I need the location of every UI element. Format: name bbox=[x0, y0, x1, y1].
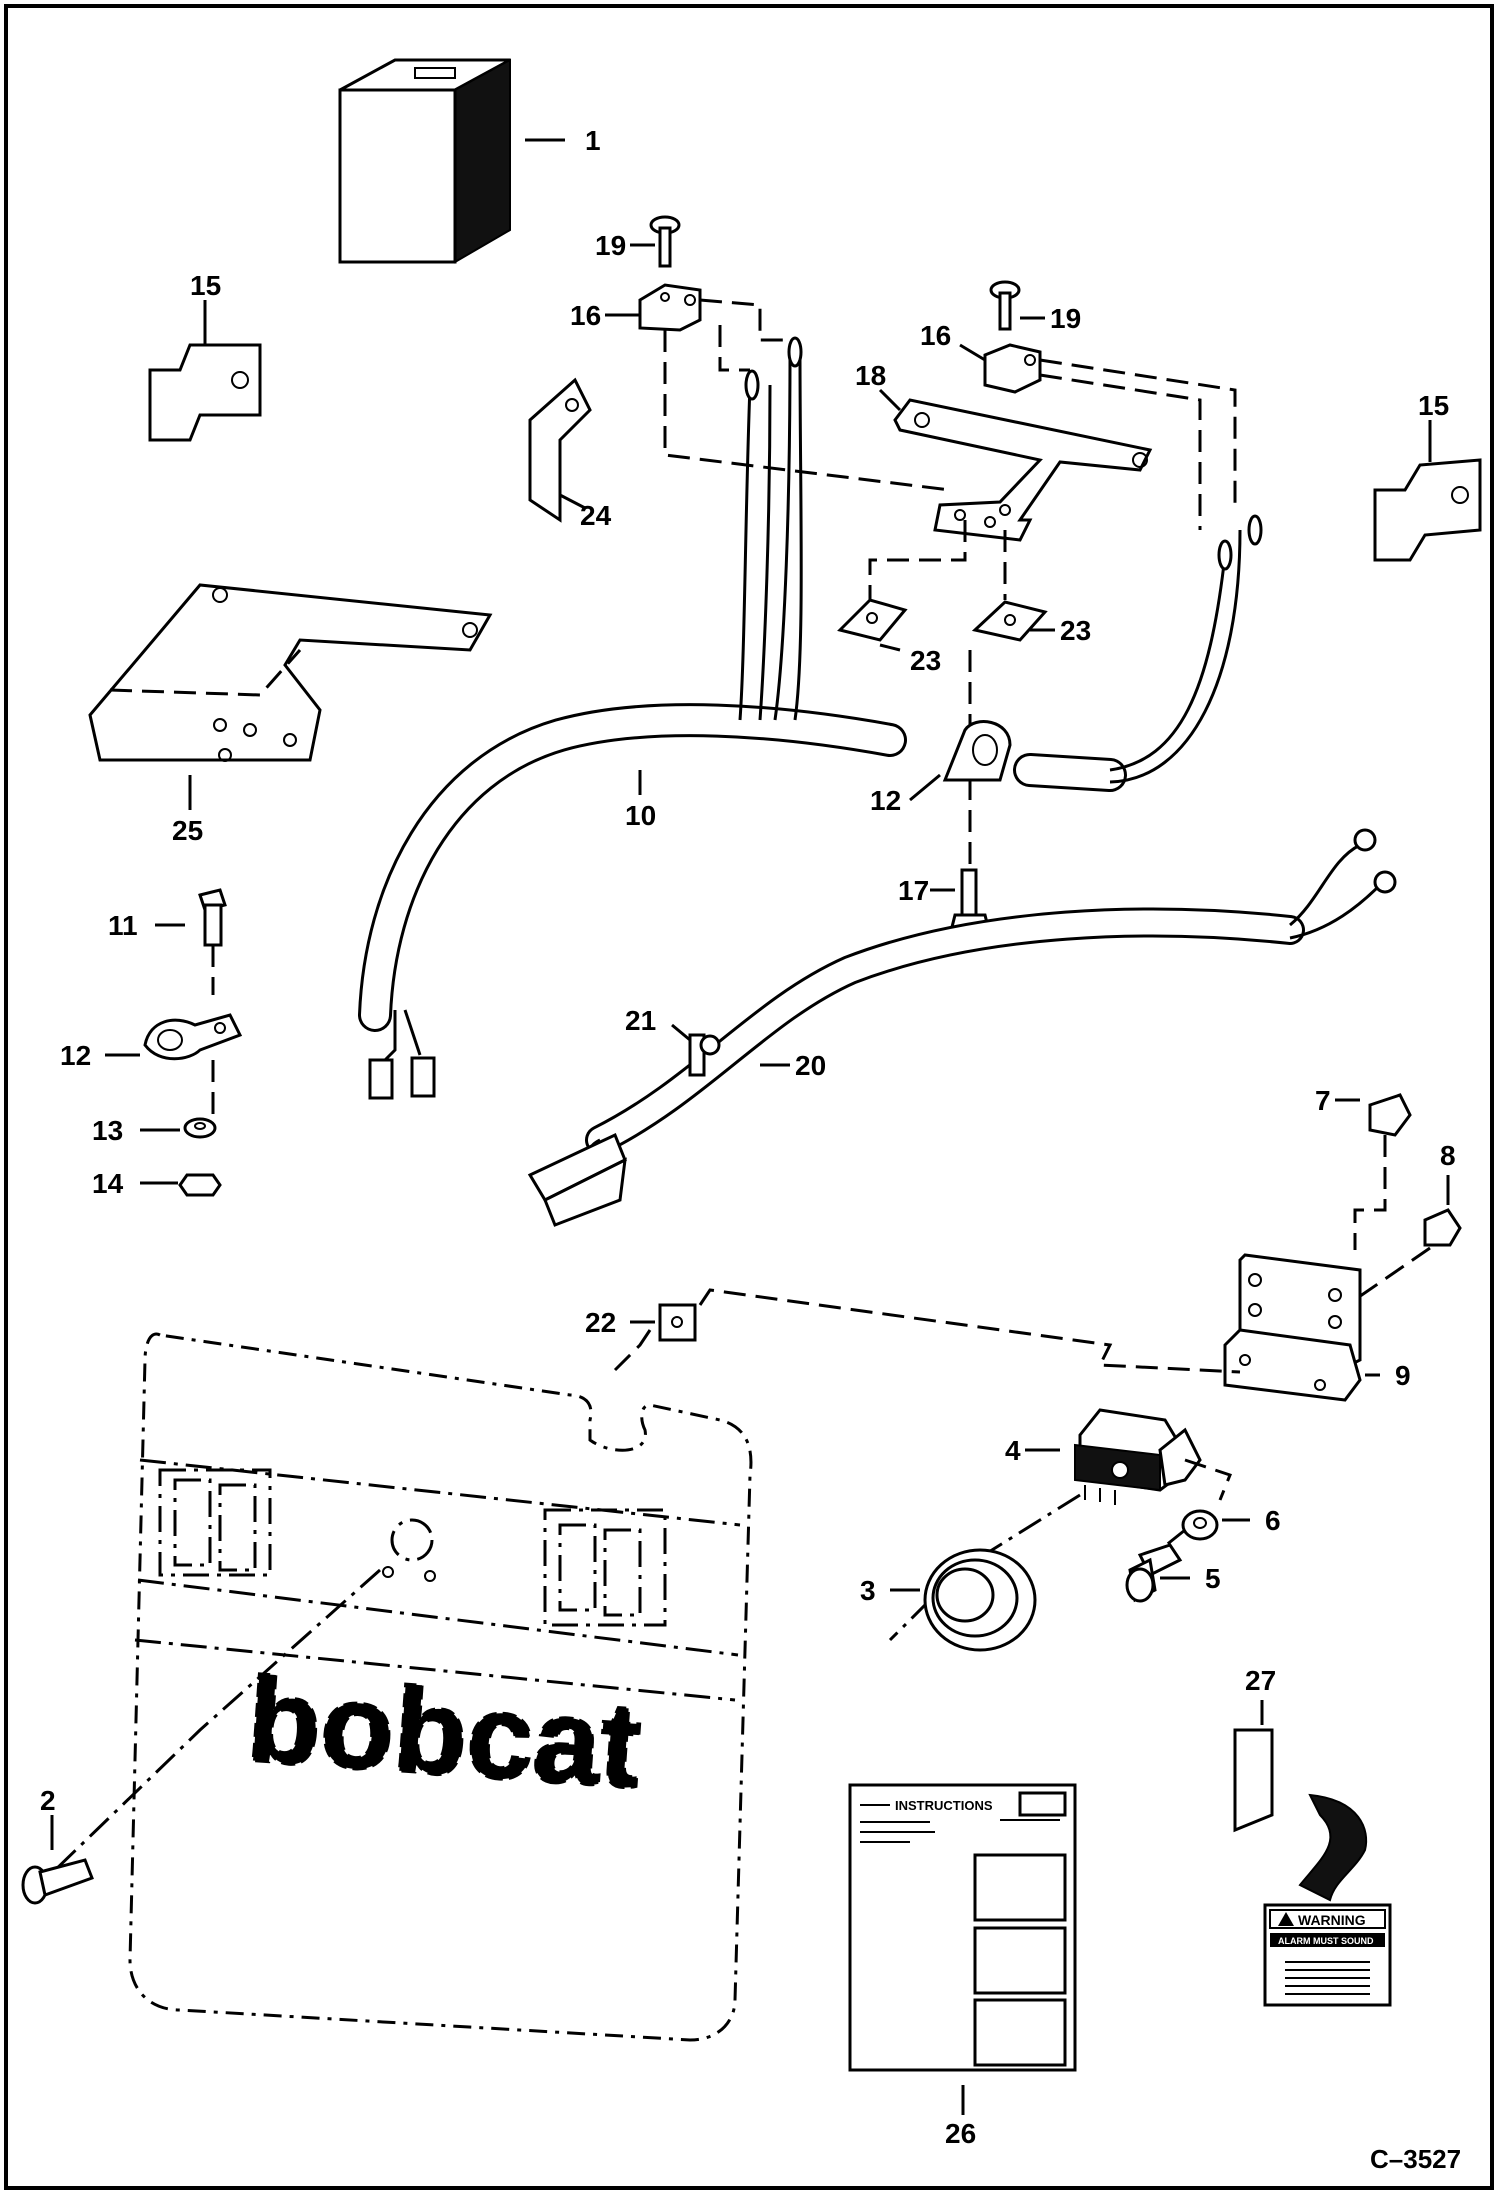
part-mounting-plate bbox=[88, 583, 493, 762]
callout-22: 22 bbox=[585, 1307, 616, 1338]
callout-3: 3 bbox=[860, 1575, 876, 1606]
part-main-harness bbox=[358, 336, 1263, 1100]
callout-24: 24 bbox=[580, 500, 612, 531]
part-screw-right bbox=[989, 280, 1021, 331]
callout-15-left: 15 bbox=[190, 270, 221, 301]
callout-11: 11 bbox=[108, 910, 138, 941]
callout-7: 7 bbox=[1315, 1085, 1331, 1116]
callout-10: 10 bbox=[625, 800, 656, 831]
arrow-decal bbox=[1298, 1793, 1368, 1902]
part-flange-nut bbox=[1368, 1093, 1412, 1137]
callout-26: 26 bbox=[945, 2118, 976, 2149]
callout-19-left: 19 bbox=[595, 230, 626, 261]
part-clamp-left bbox=[143, 1013, 243, 1061]
part-instruction-sheet: INSTRUCTIONS bbox=[848, 1783, 1077, 2072]
part-warning-decal: WARNING ALARM MUST SOUND bbox=[1263, 1903, 1392, 2007]
callout-20: 20 bbox=[795, 1050, 826, 1081]
part-bracket-left bbox=[148, 343, 262, 442]
callout-16-right: 16 bbox=[920, 320, 951, 351]
callout-6: 6 bbox=[1265, 1505, 1281, 1536]
callout-16-left: 16 bbox=[570, 300, 601, 331]
part-speed-nut bbox=[658, 1303, 697, 1342]
part-clip bbox=[528, 377, 592, 523]
part-nut-small bbox=[178, 1173, 222, 1197]
callout-12-center: 12 bbox=[870, 785, 901, 816]
callout-5: 5 bbox=[1205, 1563, 1221, 1594]
callout-12-left: 12 bbox=[60, 1040, 91, 1071]
part-alarm-harness bbox=[527, 828, 1397, 1227]
diagram-border bbox=[4, 4, 1494, 2190]
callout-2: 2 bbox=[40, 1785, 56, 1816]
part-terminal-block-left bbox=[638, 283, 702, 332]
drawing-number: C–3527 bbox=[1370, 2144, 1461, 2174]
callout-19-right: 19 bbox=[1050, 303, 1081, 334]
instruction-heading: INSTRUCTIONS bbox=[895, 1798, 993, 1813]
part-capscrew bbox=[198, 888, 227, 947]
callout-18: 18 bbox=[855, 360, 886, 391]
callout-13: 13 bbox=[92, 1115, 123, 1146]
part-screw-left bbox=[649, 215, 681, 268]
part-bracket-right bbox=[1373, 458, 1482, 562]
callout-25: 25 bbox=[172, 815, 203, 846]
callout-23-left: 23 bbox=[910, 645, 941, 676]
part-backup-alarm bbox=[1074, 1408, 1202, 1505]
callout-17: 17 bbox=[898, 875, 929, 906]
part-alarm-bolt bbox=[1125, 1543, 1183, 1603]
part-rear-panel: bobcat bbox=[128, 1332, 753, 2042]
part-alarm-bracket bbox=[1223, 1253, 1362, 1402]
part-lock-nut bbox=[1181, 1509, 1219, 1541]
callout-23-right: 23 bbox=[1060, 615, 1091, 646]
part-box bbox=[338, 58, 511, 264]
panel-logo: bobcat bbox=[243, 1652, 645, 1813]
callout-8: 8 bbox=[1440, 1140, 1456, 1171]
callout-21: 21 bbox=[625, 1005, 656, 1036]
callout-15-right: 15 bbox=[1418, 390, 1449, 421]
part-hex-nut bbox=[1423, 1208, 1462, 1247]
part-cable-clip bbox=[688, 1033, 721, 1077]
part-grommet bbox=[923, 1548, 1037, 1652]
callout-14: 14 bbox=[92, 1168, 124, 1199]
callout-4: 4 bbox=[1005, 1435, 1021, 1466]
callout-labels: 1 2 3 4 5 6 7 8 9 10 11 12 12 13 14 15 1… bbox=[40, 125, 1456, 2149]
part-spacer-right bbox=[971, 600, 1048, 642]
part-spacer-left bbox=[837, 598, 908, 642]
callout-27: 27 bbox=[1245, 1665, 1276, 1696]
part-relay-bracket bbox=[893, 398, 1153, 542]
part-terminal-block-right bbox=[983, 343, 1042, 394]
part-clamp-center bbox=[942, 720, 1012, 782]
part-lockwasher bbox=[183, 1117, 217, 1139]
warning-subheading: ALARM MUST SOUND bbox=[1278, 1936, 1374, 1946]
callout-1: 1 bbox=[585, 125, 601, 156]
part-panel-screw bbox=[21, 1858, 94, 1905]
callout-9: 9 bbox=[1395, 1360, 1411, 1391]
part-decal bbox=[1233, 1728, 1274, 1833]
warning-heading: WARNING bbox=[1298, 1912, 1366, 1928]
